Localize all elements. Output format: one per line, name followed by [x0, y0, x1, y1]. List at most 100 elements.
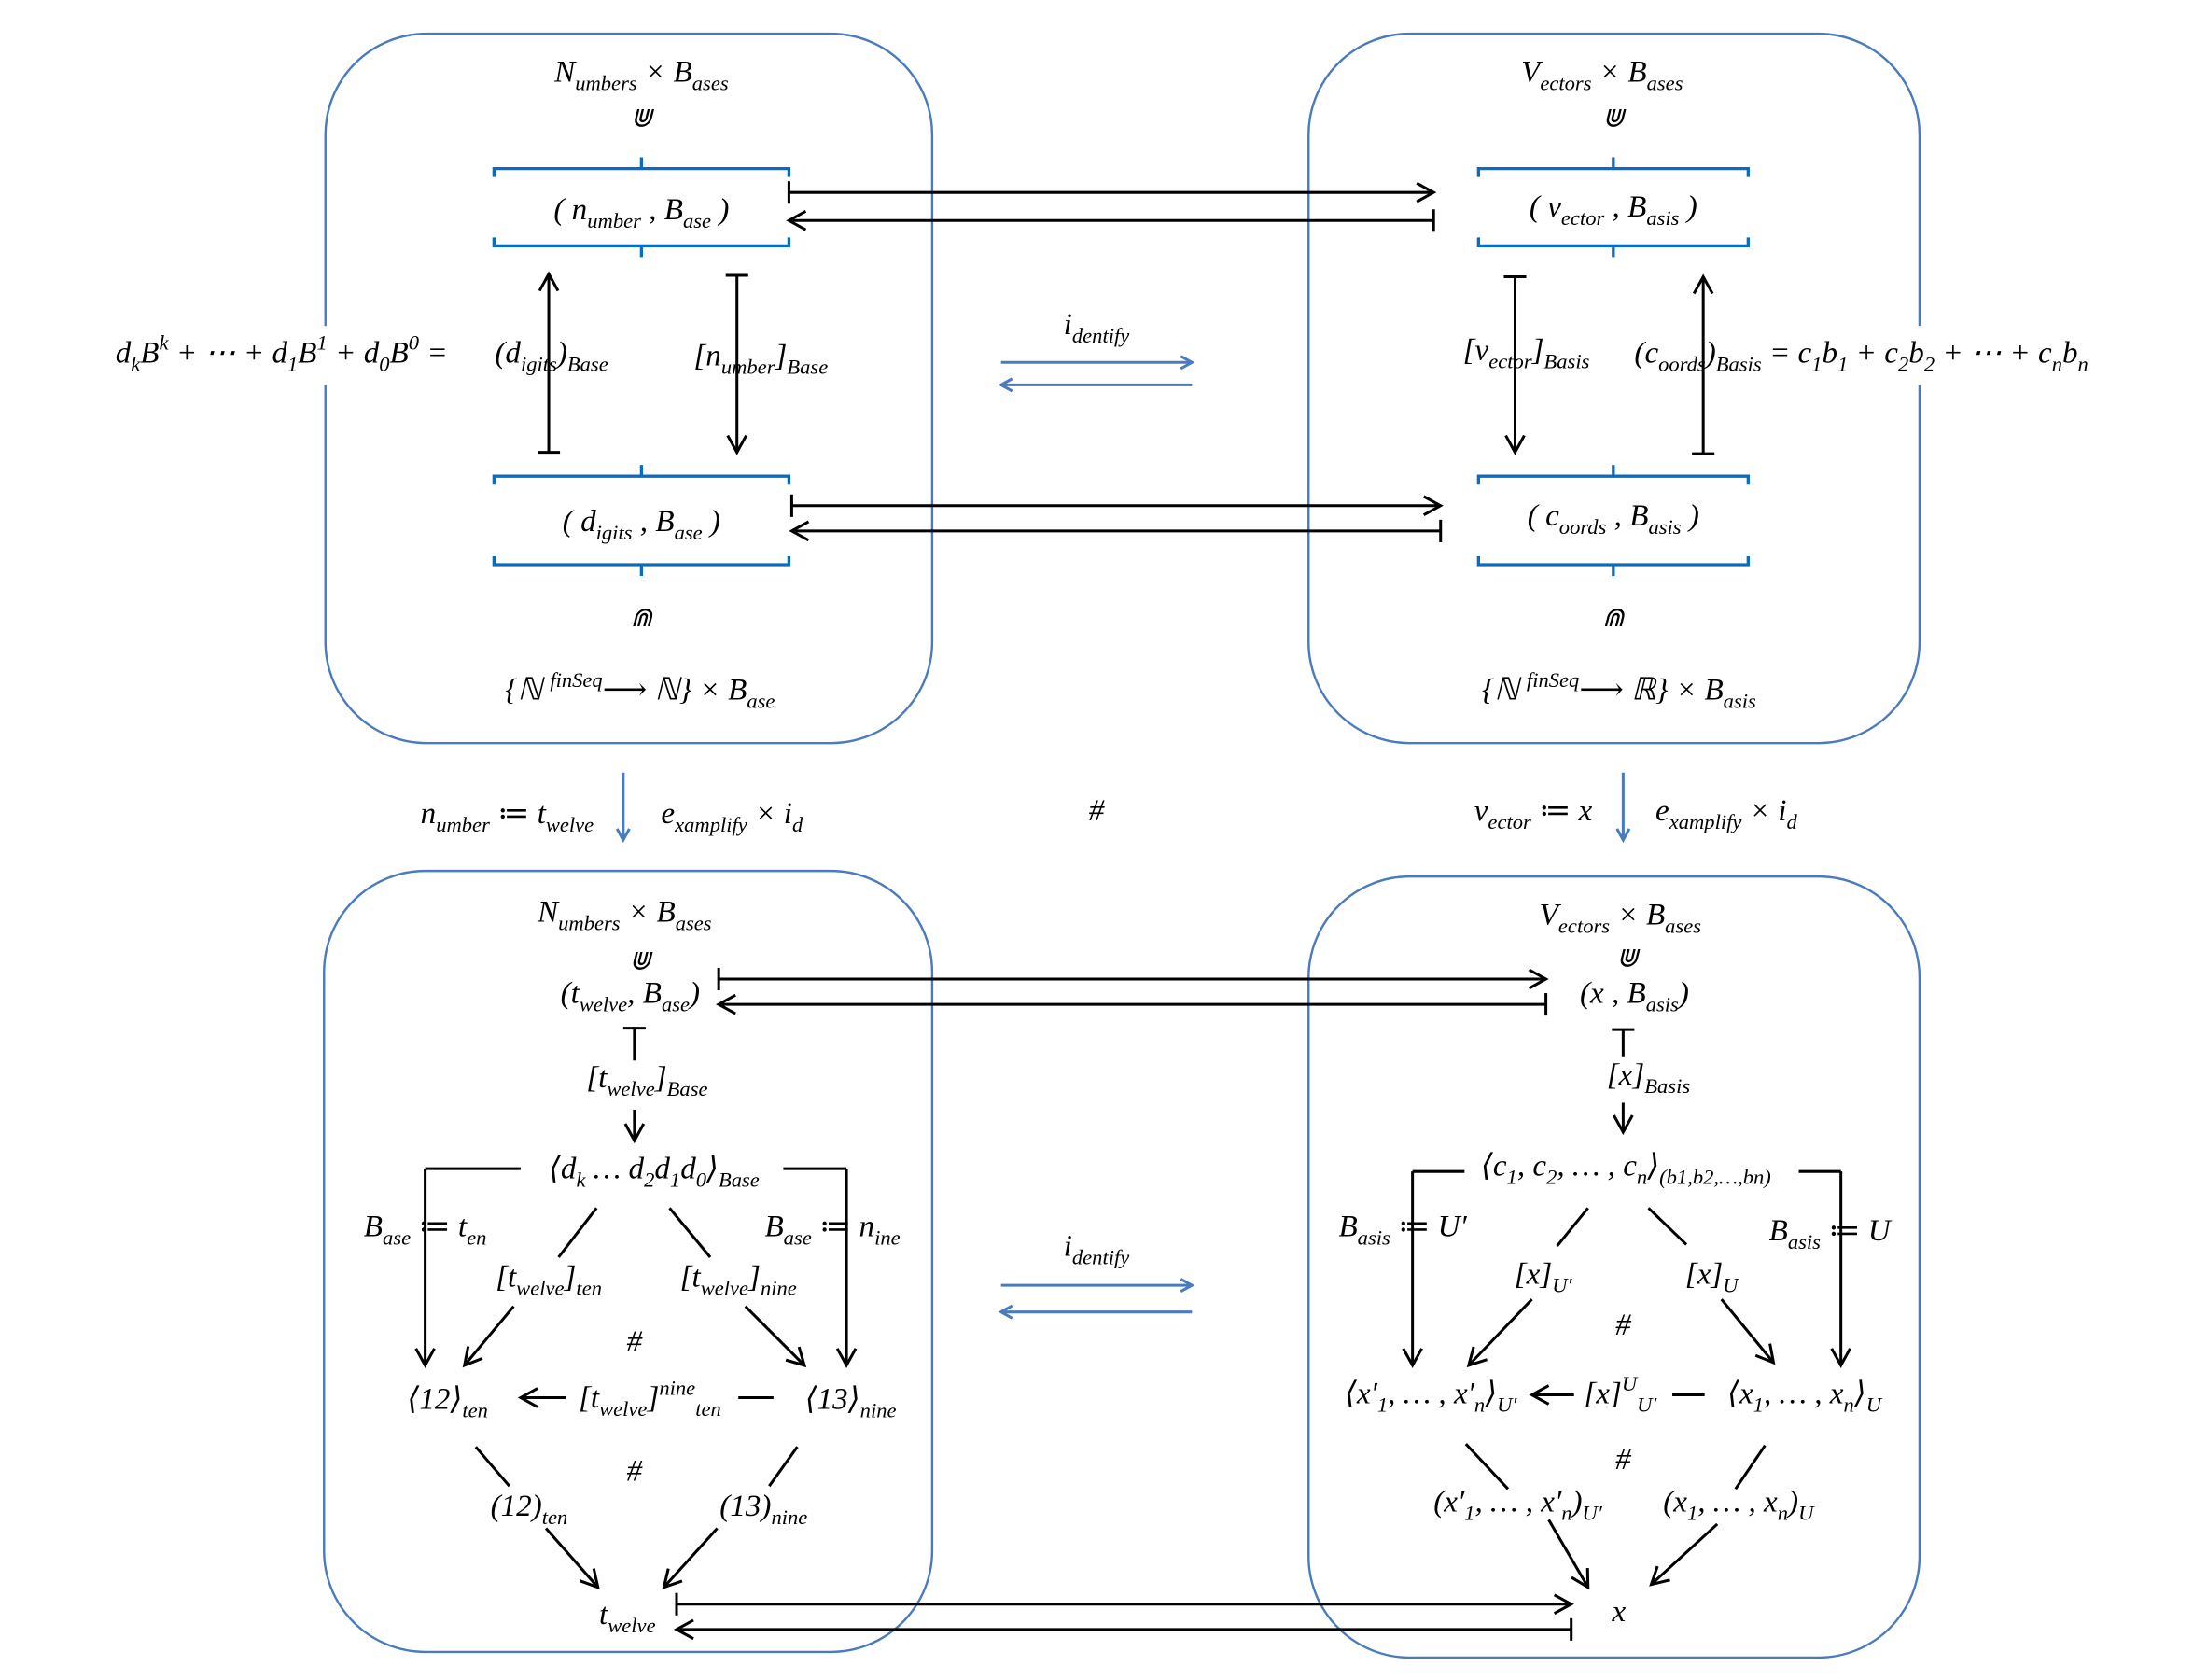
- change-of-base-label: [twelve]nineten: [579, 1376, 721, 1421]
- math-segment: ector: [1561, 206, 1605, 230]
- thirteen-nine-tuple: ⟨13⟩nine: [805, 1382, 897, 1422]
- arrow: [1830, 1171, 1851, 1368]
- arrowhead-icon: [517, 1387, 538, 1408]
- math-segment: e: [661, 796, 675, 831]
- connector-line: [557, 1207, 598, 1258]
- math-segment: B: [140, 335, 159, 370]
- brace-top-number-pair: [492, 157, 791, 177]
- math-segment: k: [576, 1169, 586, 1192]
- brace-top-digits-pair: [492, 465, 791, 485]
- x-label: x: [1612, 1594, 1627, 1629]
- arrowhead-icon: [623, 1123, 646, 1144]
- math-segment: ]: [774, 338, 787, 372]
- brace-bottom-coords-pair: [1476, 555, 1750, 577]
- arrowhead-icon: [673, 1618, 694, 1641]
- math-segment: Base: [667, 1077, 708, 1100]
- math-segment: x: [1612, 1594, 1627, 1629]
- math-segment: ⋓: [1602, 104, 1627, 133]
- maps-to-arrow: [786, 209, 1435, 232]
- x-basis-label: [x]Basis: [1607, 1057, 1691, 1098]
- math-segment: 1: [317, 331, 328, 355]
- math-segment: ⋓: [630, 104, 654, 133]
- math-segment: ectors: [1558, 914, 1610, 937]
- math-segment: Base: [787, 355, 828, 378]
- connector-line: [474, 1446, 511, 1488]
- arrowhead-icon: [1402, 1348, 1423, 1368]
- math-segment: , … , c: [1557, 1149, 1637, 1183]
- math-segment: igits: [596, 521, 633, 544]
- math-segment: n: [1474, 1393, 1485, 1417]
- math-segment: ]: [646, 1380, 659, 1415]
- arrowhead-icon: [1529, 1384, 1550, 1406]
- math-segment: U: [1866, 1393, 1883, 1417]
- base-nine-assignment: Base ≔ nine: [764, 1209, 900, 1249]
- math-segment: ⟨13⟩: [805, 1382, 860, 1417]
- number-base-label: [number]Base: [693, 338, 828, 378]
- arrow: [1000, 1278, 1195, 1294]
- arrowhead-icon: [414, 1348, 436, 1368]
- math-segment: 2: [644, 1169, 654, 1192]
- math-segment: {ℕ: [505, 672, 550, 707]
- bottom-left-panel: [323, 869, 934, 1654]
- bl-title: Numbers × Bases: [537, 894, 712, 934]
- math-segment: #: [1615, 1308, 1632, 1342]
- arrowhead-icon: [1613, 1114, 1634, 1136]
- arrow: [744, 1305, 807, 1368]
- math-segment: umbers: [558, 911, 621, 934]
- math-segment: U: [1798, 1501, 1815, 1524]
- math-segment: ≔ t: [490, 796, 547, 831]
- arrow: [835, 1169, 858, 1368]
- math-segment: ases: [1665, 914, 1701, 937]
- math-segment: ): [703, 504, 720, 539]
- math-segment: xamplify: [674, 813, 748, 836]
- math-segment: ): [1571, 1484, 1583, 1519]
- arrow: [623, 1109, 646, 1144]
- math-segment: =: [419, 335, 448, 370]
- math-segment: × B: [637, 54, 692, 89]
- math-segment: n: [1637, 1166, 1647, 1189]
- math-segment: × B: [621, 894, 676, 929]
- arrowhead-icon: [835, 1348, 858, 1368]
- digits-base-label: (digits)Base: [495, 335, 608, 375]
- math-segment: (b1,b2,…,bn): [1659, 1166, 1771, 1189]
- x-uprime-label: [x]U′: [1515, 1257, 1573, 1297]
- math-segment: ⟩: [1484, 1377, 1497, 1411]
- math-segment: ): [1677, 976, 1689, 1011]
- math-segment: ): [1682, 498, 1699, 533]
- math-segment: , … , x′: [1388, 1377, 1475, 1411]
- number-base-pair: ( number , Base ): [553, 192, 729, 232]
- math-segment: #: [627, 1453, 644, 1488]
- math-segment: × i: [1741, 793, 1786, 828]
- math-segment: V: [1521, 54, 1543, 89]
- math-segment: N: [553, 54, 577, 89]
- label-layer: Numbers × Bases ⋓ ( number , Base ) (dig…: [116, 54, 2088, 1637]
- arrowhead-icon: [1571, 1568, 1590, 1590]
- math-segment: + d: [328, 335, 380, 370]
- twelve-label: twelve: [599, 1597, 656, 1637]
- arrow-layer: [414, 181, 1851, 1641]
- arrow: [1529, 1384, 1574, 1406]
- twelve-ten-coords: (12)ten: [491, 1489, 568, 1529]
- math-segment: V: [1540, 897, 1562, 931]
- math-segment: U′: [1637, 1393, 1657, 1417]
- math-segment: dentify: [1072, 1246, 1130, 1269]
- twelve-nine-label: [twelve]nine: [680, 1260, 797, 1300]
- math-segment: ⋒: [630, 604, 653, 633]
- arrowhead-icon: [662, 1568, 683, 1589]
- c-tuple: ⟨c1, c2, … , cn⟩(b1,b2,…,bn): [1481, 1149, 1771, 1189]
- brace-bottom-number-pair: [492, 237, 791, 258]
- math-segment: #: [1615, 1442, 1632, 1477]
- math-segment: ]: [564, 1260, 577, 1295]
- maps-to-arrow: [1692, 273, 1715, 455]
- xprime-coords: (x′1, … , x′n)U′: [1433, 1484, 1603, 1524]
- basis-u-assignment: Basis ≔ U: [1769, 1213, 1893, 1253]
- coords-basis-pair: ( coords , Basis ): [1528, 498, 1699, 539]
- math-segment: ⟩: [1646, 1149, 1659, 1183]
- math-segment: 1: [1507, 1166, 1517, 1189]
- arrowhead-icon: [1180, 355, 1195, 371]
- maps-to-arrow: [789, 519, 1443, 542]
- math-segment: t: [599, 1597, 608, 1631]
- brace-bottom-vector-pair: [1476, 237, 1750, 258]
- math-segment: , B: [633, 504, 675, 539]
- math-segment: , B: [627, 976, 662, 1011]
